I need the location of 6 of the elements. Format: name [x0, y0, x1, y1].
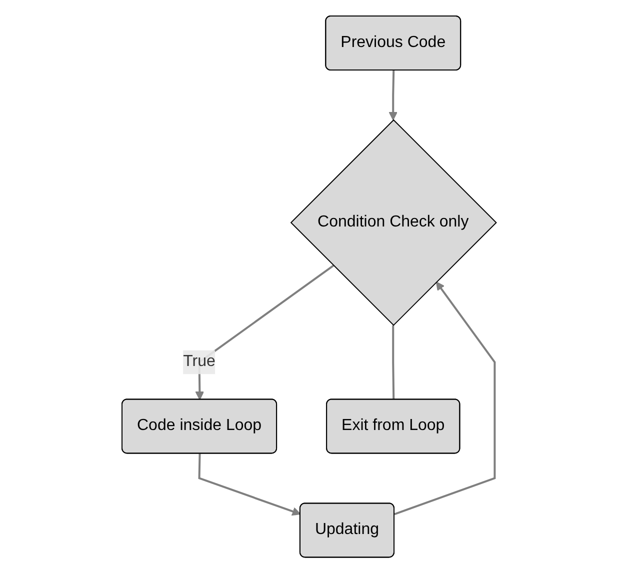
connector [392, 325, 395, 400]
arrow [198, 454, 302, 516]
edge-label: True [184, 353, 216, 370]
arrow [389, 70, 398, 120]
node-diamond: Condition Check only [290, 119, 498, 326]
arrow [394, 282, 496, 515]
